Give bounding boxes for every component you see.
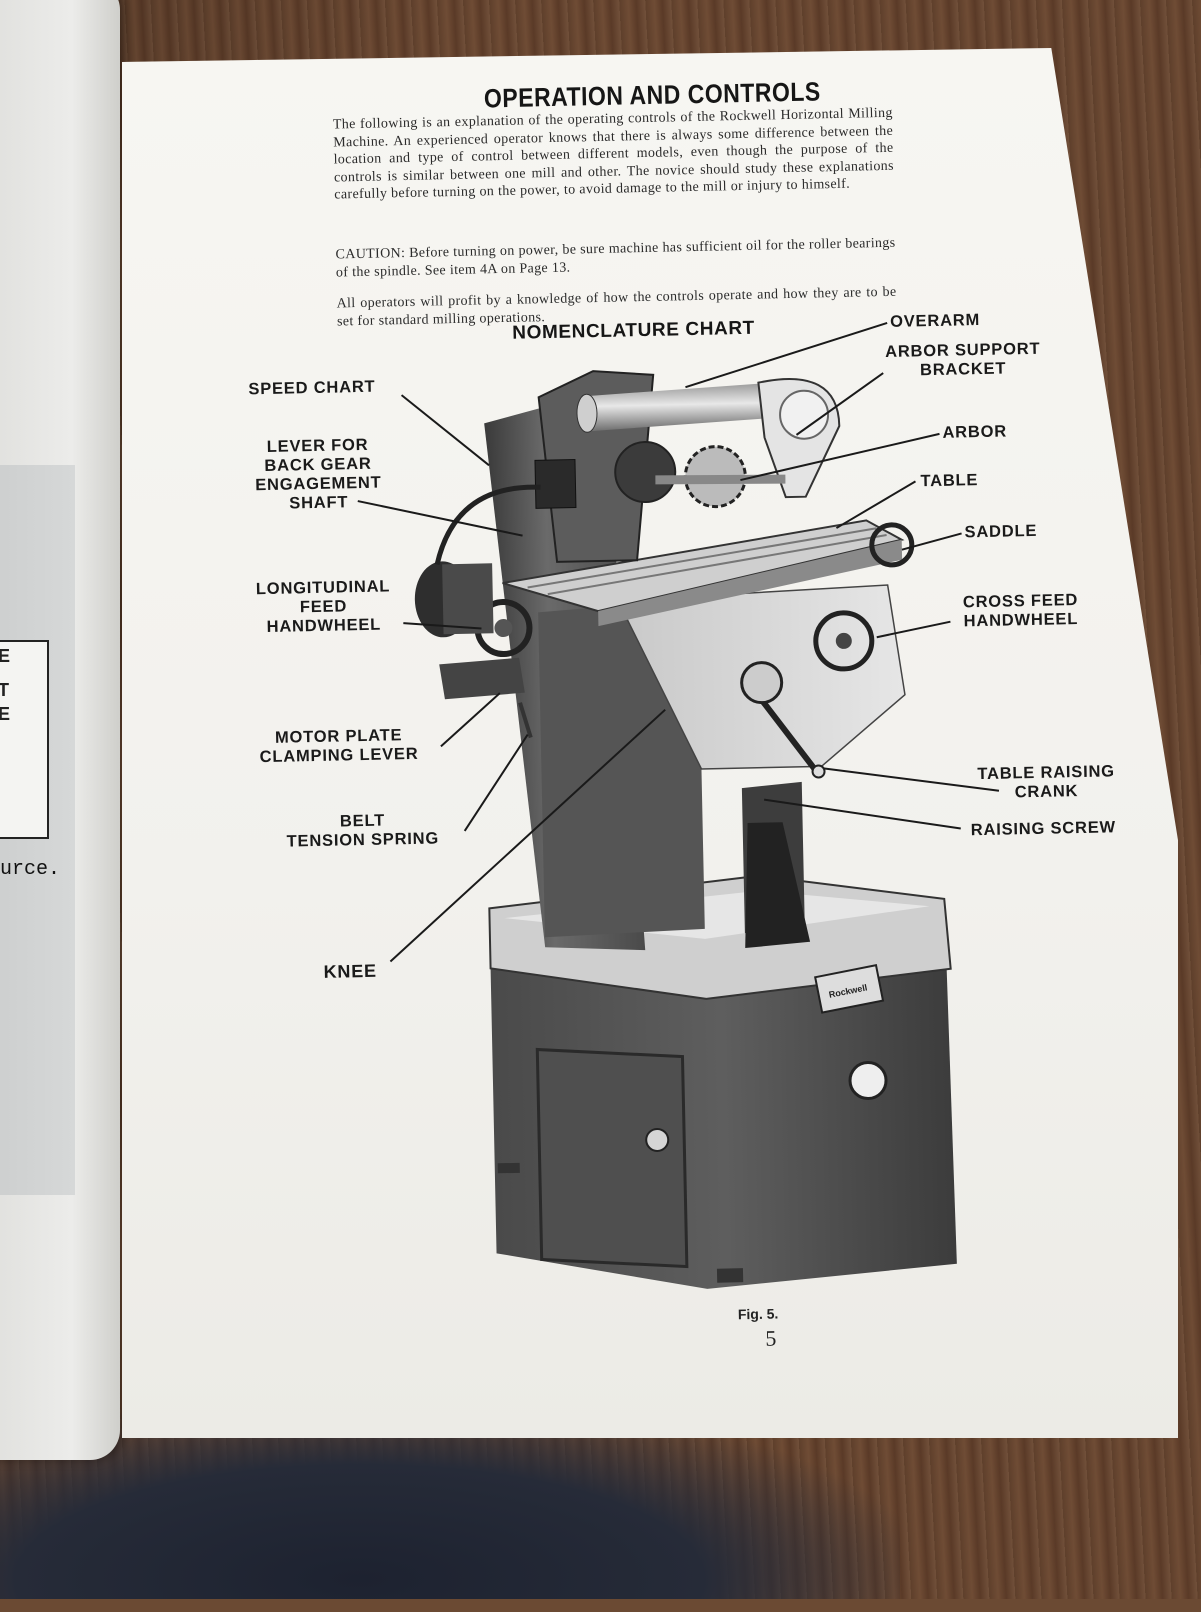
label-lever-back-gear: LEVER FOR BACK GEAR ENGAGEMENT SHAFT	[255, 435, 382, 513]
figure-caption: Fig. 5.	[737, 1305, 779, 1323]
label-table: TABLE	[920, 471, 979, 491]
label-saddle: SADDLE	[964, 521, 1038, 542]
label-arbor-support-bracket: ARBOR SUPPORT BRACKET	[884, 339, 1041, 380]
label-knee: KNEE	[323, 960, 378, 982]
label-speed-chart: SPEED CHART	[248, 377, 376, 399]
label-motor-plate-clamping-lever: MOTOR PLATE CLAMPING LEVER	[259, 726, 419, 767]
label-raising-screw: RAISING SCREW	[970, 818, 1117, 840]
label-longitudinal-feed-handwheel: LONGITUDINAL FEED HANDWHEEL	[255, 577, 391, 637]
left-book-page: E T E urce.	[0, 0, 120, 1460]
label-overarm: OVERARM	[889, 311, 981, 331]
label-table-raising-crank: TABLE RAISING CRANK	[977, 762, 1116, 802]
machine-base	[488, 874, 957, 1289]
motor-assembly	[414, 484, 541, 739]
left-box-letter: E	[0, 704, 11, 724]
overarm-and-head	[534, 370, 841, 563]
left-box-letter: E	[0, 646, 11, 666]
left-page-boxed-text: E T E	[0, 640, 49, 839]
label-arbor: ARBOR	[942, 422, 1008, 442]
leader-lines	[357, 321, 1000, 963]
left-page-text-fragment: urce.	[0, 858, 61, 881]
left-box-letter: T	[0, 680, 9, 700]
page-number: 5	[765, 1325, 777, 1351]
label-cross-feed-handwheel: CROSS FEED HANDWHEEL	[962, 591, 1079, 631]
label-belt-tension-spring: BELT TENSION SPRING	[286, 811, 440, 851]
table-and-saddle	[474, 519, 915, 658]
